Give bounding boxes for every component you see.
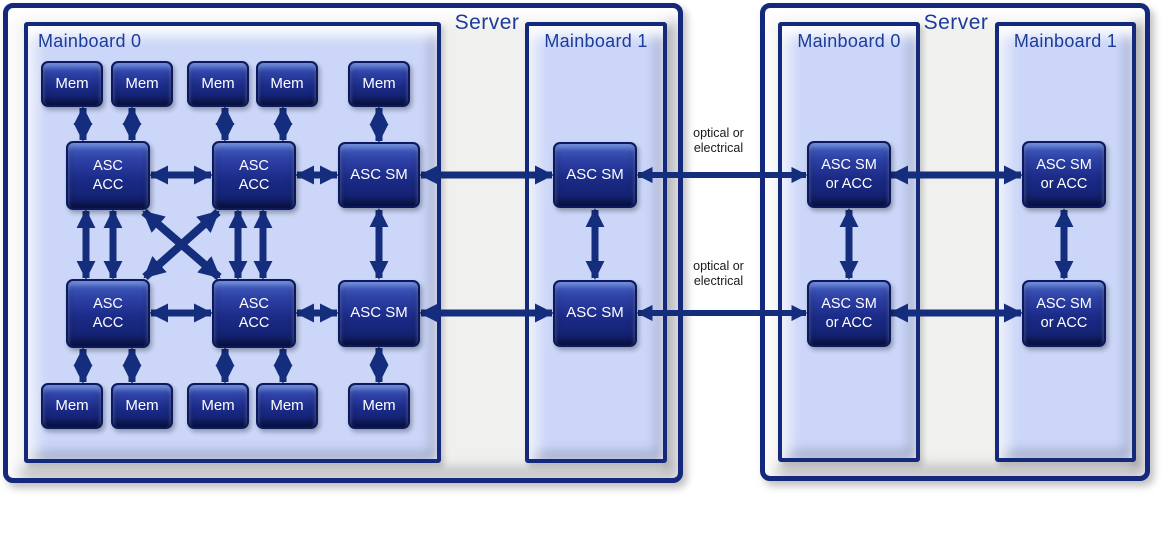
mem-chip-bottom-2: Mem (111, 383, 173, 429)
mem-chip-bottom-5: Mem (348, 383, 410, 429)
mem-chip-top-4: Mem (256, 61, 318, 107)
mem-chip-bottom-3: Mem (187, 383, 249, 429)
asc-acc-chip-top-left: ASC ACC (66, 141, 150, 210)
server-right-label: Server (923, 11, 989, 34)
asc-sm-or-acc-chip-rmb0-bottom: ASC SM or ACC (807, 280, 891, 347)
asc-sm-chip-mb1-bottom: ASC SM (553, 280, 637, 347)
asc-sm-or-acc-chip-rmb1-bottom: ASC SM or ACC (1022, 280, 1106, 347)
server-left-label: Server (454, 11, 520, 34)
asc-sm-or-acc-chip-rmb0-top: ASC SM or ACC (807, 141, 891, 208)
link-label-top: optical or electrical (693, 126, 744, 155)
asc-sm-or-acc-chip-rmb1-top: ASC SM or ACC (1022, 141, 1106, 208)
mem-chip-top-1: Mem (41, 61, 103, 107)
arrows-mem-links (73, 106, 389, 384)
mem-chip-bottom-4: Mem (256, 383, 318, 429)
mainboard-right-0 (778, 22, 920, 462)
mem-chip-top-5: Mem (348, 61, 410, 107)
mainboard-right-0-label: Mainboard 0 (797, 31, 901, 51)
asc-sm-chip-mb0-top: ASC SM (338, 142, 420, 208)
arrows-diagonal-links (141, 208, 222, 281)
asc-sm-chip-mb0-bottom: ASC SM (338, 280, 420, 347)
asc-sm-chip-mb1-top: ASC SM (553, 142, 637, 208)
arrows-horizontal-links (149, 165, 1023, 323)
arrows-vertical-links (76, 208, 1074, 280)
asc-acc-chip-top-right: ASC ACC (212, 141, 296, 210)
mem-chip-top-2: Mem (111, 61, 173, 107)
mainboard-left-0-label: Mainboard 0 (38, 31, 142, 51)
mem-chip-top-3: Mem (187, 61, 249, 107)
asc-acc-chip-bottom-right: ASC ACC (212, 279, 296, 348)
asc-acc-chip-bottom-left: ASC ACC (66, 279, 150, 348)
link-label-bottom: optical or electrical (693, 259, 744, 288)
mainboard-right-1-label: Mainboard 1 (1013, 31, 1118, 51)
arrows-interserver-links (636, 166, 808, 322)
mem-chip-bottom-1: Mem (41, 383, 103, 429)
mainboard-left-1-label: Mainboard 1 (544, 31, 648, 51)
